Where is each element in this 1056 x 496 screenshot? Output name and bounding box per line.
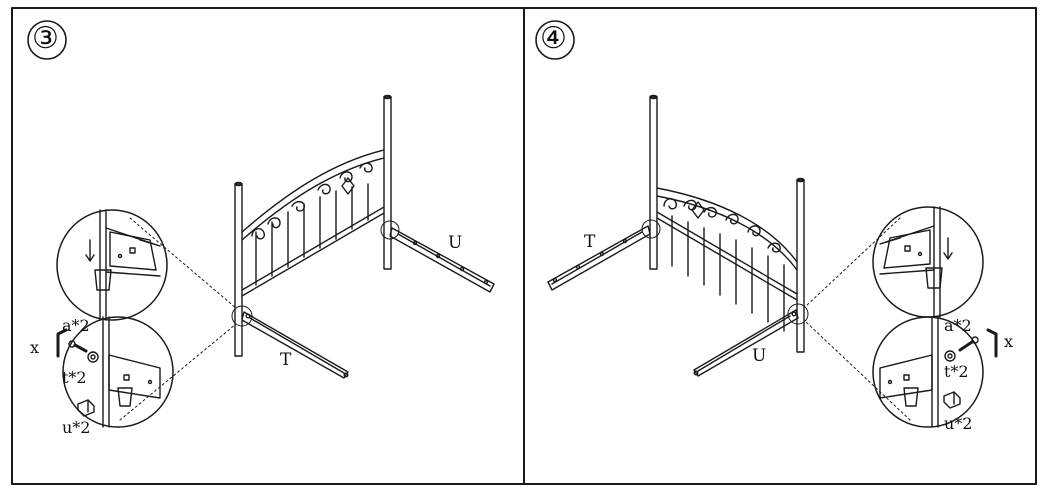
panel-3-rail-u-label: U (448, 233, 463, 253)
panel-4-callout-leaders (805, 217, 911, 421)
panel-3-spindles (255, 183, 369, 286)
panel-3-detail-bottom (62, 316, 174, 428)
panel-4-hardware (943, 328, 998, 409)
panel-3-hardware (56, 328, 99, 417)
allen-key-icon (986, 328, 998, 358)
step-3-circle (27, 20, 67, 60)
panel-4-washer-label: t*2 (944, 362, 969, 381)
panel-4-nut-label: u*2 (944, 414, 973, 433)
step-3-number: ③ (32, 21, 59, 56)
panel-4-joint-right (787, 303, 809, 325)
panel-4-rail-u-label: U (752, 346, 767, 366)
panel-3-rail-t-label: T (280, 350, 292, 370)
panel-4-tool-label: x (1004, 332, 1014, 351)
panel-4-bolt-label: a*2 (944, 316, 972, 335)
panel-4-rail-t-label: T (584, 232, 596, 252)
nut-icon (77, 399, 95, 417)
panel-3-scrollwork (251, 162, 373, 240)
panel-4-detail-top (872, 206, 984, 318)
panel-3-headboard (234, 94, 392, 357)
panel-3-rail-t (241, 311, 349, 379)
panel-3-detail-top (56, 209, 168, 321)
panel-3-tool-label: x (30, 338, 40, 357)
panel-4-detail-bottom (872, 316, 984, 428)
panel-3-bolt-label: a*2 (62, 316, 90, 335)
panel-4-rail-t (547, 225, 651, 291)
washer-icon (944, 350, 956, 362)
panel-4-frame (523, 7, 1037, 485)
panel-3-nut-label: u*2 (62, 418, 91, 437)
panel-3-joint-left (231, 305, 253, 327)
allen-key-icon (56, 328, 68, 358)
bolt-icon (68, 340, 88, 353)
panel-3-washer-label: t*2 (62, 368, 87, 387)
step-4-circle (535, 20, 575, 60)
panel-4-spindles (671, 215, 785, 332)
nut-icon (943, 391, 961, 409)
panel-4-scrollwork (663, 198, 781, 253)
step-4-number: ④ (540, 21, 567, 56)
panel-3-joint-right (380, 220, 400, 240)
panel-4-joint-left (641, 219, 661, 239)
panel-3-rail-u (389, 227, 495, 293)
bolt-icon (958, 336, 979, 352)
washer-icon (87, 351, 99, 363)
panel-4-footboard (649, 94, 805, 353)
panel-3-callout-leaders (119, 217, 237, 421)
panel-4-rail-u (693, 309, 799, 377)
